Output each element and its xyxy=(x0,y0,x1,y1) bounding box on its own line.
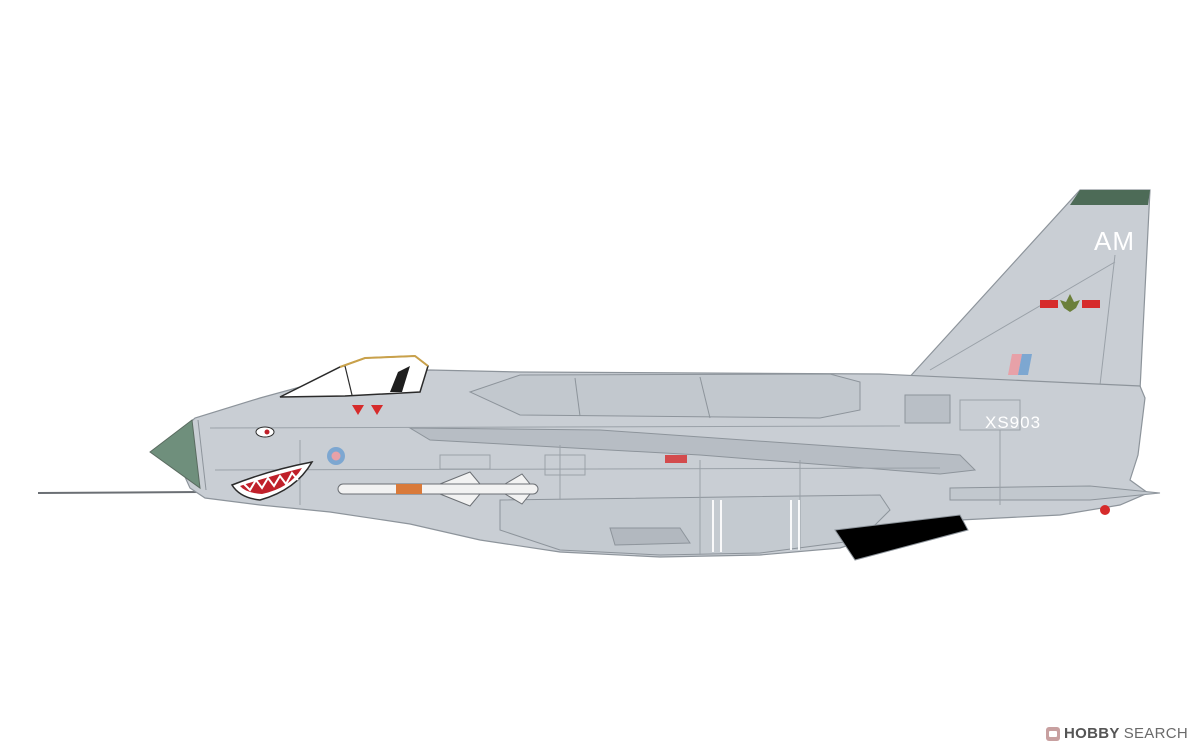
ventral-tank xyxy=(499,494,891,556)
squadron-bars xyxy=(1040,294,1100,312)
sharkmouth-art xyxy=(230,426,314,501)
fuselage xyxy=(157,369,1150,558)
fin-tip xyxy=(1070,190,1150,205)
nose-cone xyxy=(149,419,201,490)
rescue-triangle-marker xyxy=(371,405,383,415)
dorsal-spine xyxy=(468,373,861,419)
watermark-brand: HOBBY xyxy=(1064,725,1120,742)
rescue-triangle-marker xyxy=(352,405,364,415)
pitot-probe xyxy=(37,491,201,494)
tailpipe xyxy=(949,485,1161,501)
watermark-site: SEARCH xyxy=(1123,725,1188,742)
ejection-seat xyxy=(390,366,410,392)
camera-icon xyxy=(1046,726,1061,741)
hobby-search-watermark: HOBBY SEARCH xyxy=(1046,725,1188,742)
ventral-fin xyxy=(834,514,969,561)
tail-code: AM xyxy=(1094,226,1135,256)
fin-flash xyxy=(1008,354,1032,375)
serial-number: XS903 xyxy=(985,413,1041,432)
main-wing xyxy=(408,427,977,475)
missile xyxy=(337,471,539,507)
